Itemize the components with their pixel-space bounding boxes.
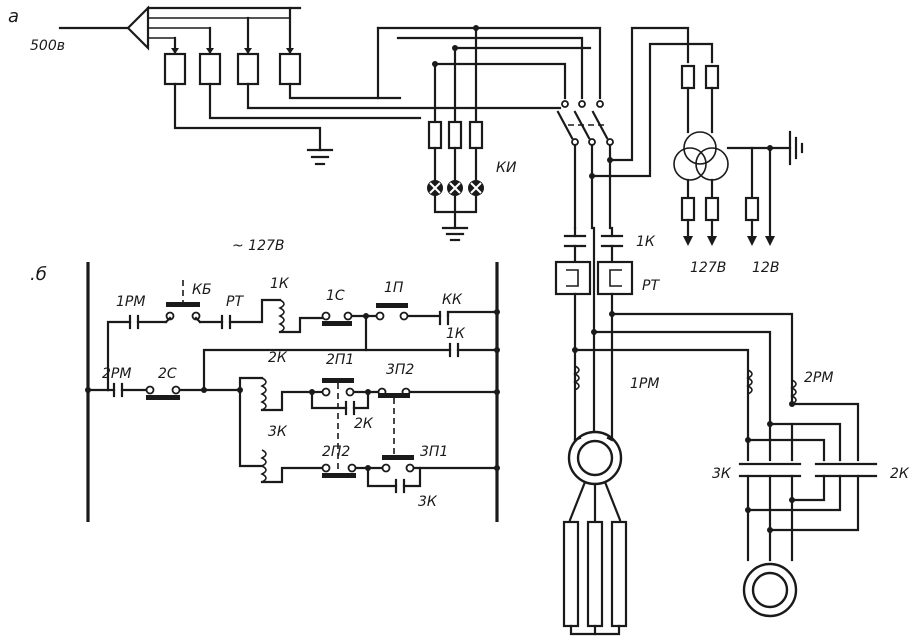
pushbutton-3p2-label: 3П2 <box>386 362 414 378</box>
ki-label: КИ <box>496 160 517 176</box>
fuse-4 <box>278 52 302 86</box>
rotor-resistor-1 <box>562 520 580 628</box>
fuse-127v-1 <box>680 196 696 222</box>
rotor-resistor-3 <box>610 520 628 628</box>
output-12v-label: 12В <box>752 260 779 276</box>
motor-2 <box>742 562 798 618</box>
supply-voltage-label: 500в <box>30 38 65 54</box>
pushbutton-3p1-label: 3П1 <box>420 444 448 460</box>
motor-1-circuit: 1К РТ 1РМ <box>554 226 660 636</box>
fuse-2 <box>198 52 222 86</box>
pushbutton-2p1-label: 2П1 <box>326 352 354 368</box>
pushbutton-2p2-label: 2П2 <box>322 444 350 460</box>
fuse-127v-2 <box>704 196 720 222</box>
coil-2k-label: 2К <box>268 350 288 366</box>
part-b-control: .б ~ 127В 1РМ КБ РТ 1К 1С <box>30 238 500 522</box>
output-127v-label: 127В <box>690 260 726 276</box>
panel-label-b: .б <box>30 264 47 285</box>
contact-1k-label: 1К <box>446 326 466 342</box>
contactor-2k-label: 2К <box>890 466 910 482</box>
coil-1k <box>278 299 285 333</box>
ki-resistor-3 <box>468 120 484 150</box>
contact-pt-label: РТ <box>226 294 244 310</box>
coil-1rm-label: 1РМ <box>630 376 659 392</box>
contact-2k-label: 2К <box>354 416 374 432</box>
contact-1rm-label: 1РМ <box>116 294 145 310</box>
thermal-relay-label: РТ <box>642 278 660 294</box>
pushbutton-1p-label: 1П <box>384 280 404 296</box>
pushbutton-2c-label: 2С <box>158 366 177 382</box>
coil-3k-label: 3К <box>268 424 288 440</box>
motor-2-circuit: 2РМ 3К 2К <box>573 312 910 618</box>
fuse-3 <box>236 52 260 86</box>
trafo-fuse-1 <box>680 64 696 90</box>
contact-2rm-label: 2РМ <box>102 366 131 382</box>
main-knife-switch <box>556 100 614 146</box>
motor-1 <box>567 430 623 486</box>
coil-2rm-label: 2РМ <box>804 370 833 386</box>
contact-3k-label: 3К <box>418 494 438 510</box>
ki-resistor-1 <box>427 120 443 150</box>
coil-2k <box>260 377 267 411</box>
control-transformer <box>673 131 729 181</box>
ki-lamp-2 <box>447 180 463 196</box>
contactor-3k-label: 3К <box>712 466 732 482</box>
thermal-relay-1 <box>554 260 592 296</box>
coil-2rm-a <box>746 369 753 395</box>
coil-1rm <box>573 365 580 391</box>
trafo-fuse-2 <box>704 64 720 90</box>
ki-lamp-3 <box>468 180 484 196</box>
part-a-supply: а 500в <box>8 5 804 276</box>
thermal-relay-2 <box>596 260 634 296</box>
coil-3k <box>260 449 267 483</box>
rotor-resistor-2 <box>586 520 604 628</box>
control-voltage-label: ~ 127В <box>232 238 285 254</box>
fuse-12v <box>744 196 760 222</box>
fuse-1 <box>163 52 187 86</box>
cable-splitter <box>126 5 150 51</box>
contactor-1k-label: 1К <box>636 234 656 250</box>
ki-resistor-2 <box>447 120 463 150</box>
contact-kk-label: КК <box>442 292 463 308</box>
pushbutton-1c-label: 1С <box>326 288 345 304</box>
ki-lamp-1 <box>427 180 443 196</box>
panel-label-a: а <box>8 6 19 27</box>
coil-2rm-b <box>790 379 797 405</box>
pushbutton-kb-label: КБ <box>192 282 212 298</box>
coil-1k-label: 1К <box>270 276 290 292</box>
